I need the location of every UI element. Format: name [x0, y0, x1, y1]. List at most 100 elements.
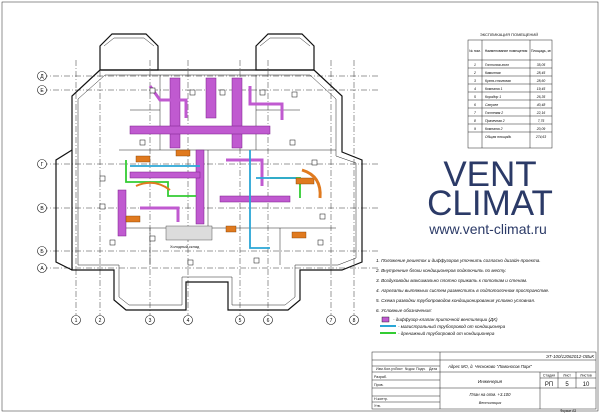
explication-cell-name: Кухня-столовая — [485, 79, 511, 83]
axis-marker-1: 1 — [71, 315, 81, 325]
axis-marker-6: 6 — [263, 315, 273, 325]
tb-col-date: Дата — [429, 367, 437, 371]
tb-address: Адрес МО, д. Чесноково "Ломоносов Парк" — [447, 364, 532, 369]
tb-project-type: Инженерия — [478, 379, 503, 384]
explication-cell-area: 26,35 — [536, 95, 546, 99]
explication-cell-num: 7 — [474, 111, 476, 115]
note-2: 2. Внутренние блоки кондиционеров подклю… — [375, 268, 506, 273]
diffusers — [99, 87, 326, 266]
explication-cell-name: Каминная — [485, 71, 501, 75]
axis-label: В — [40, 206, 44, 212]
explication-header-name: Наименование помещения — [485, 49, 528, 53]
explication-table: ЭКСПЛИКАЦИЯ ПОМЕЩЕНИЙ № пом. Наименовани… — [467, 32, 553, 149]
tb-col-izm: Изм. — [376, 367, 384, 371]
explication-cell-num: 9 — [474, 127, 476, 131]
brand-line1: VENT — [443, 155, 536, 194]
axis-label: 7 — [330, 318, 333, 324]
brand-url: www.vent-climat.ru — [428, 221, 546, 237]
axis-marker-8: 8 — [349, 315, 359, 325]
tb-sheets-value: 10 — [583, 382, 590, 388]
axis-label: 3 — [149, 318, 152, 324]
axis-marker-3: 3 — [145, 315, 155, 325]
legend-swatch-diffuser — [381, 316, 390, 323]
axis-label: Б — [40, 249, 44, 255]
explication-header-area: Площадь, м² — [531, 49, 552, 53]
explication-total-label: Общая площадь — [485, 135, 511, 139]
axis-label: Е — [40, 88, 44, 94]
tb-role-approve: Утв. — [374, 404, 381, 408]
explication-cell-num: 2 — [473, 71, 476, 75]
explication-cell-area: 28,45 — [536, 71, 546, 75]
explication-cell-area: 20,09 — [536, 127, 546, 131]
plan-room-label: Холодный склад — [170, 245, 200, 249]
tb-col-list: Лист — [395, 367, 403, 371]
general-notes: 1. Положение решеток и диффузоров уточни… — [375, 257, 549, 313]
explication-header-num: № пом. — [469, 49, 481, 53]
note-3: 3. Воздуховоды максимально плотно прижат… — [376, 278, 527, 283]
explication-cell-name: Коридор 1 — [485, 95, 501, 99]
explication-cell-area: 22,16 — [536, 111, 546, 115]
explication-cell-num: 8 — [474, 119, 476, 123]
explication-cell-num: 5 — [474, 95, 476, 99]
explication-row: 7 Гостевая 2 22,16 — [474, 111, 545, 115]
tb-role-check: Пров. — [374, 383, 384, 387]
legend: - диффузор-клапан приточной вентиляции (… — [380, 316, 506, 336]
title-block: Изм. Кол.уч Лист №док Подп. Дата Разраб.… — [371, 351, 597, 413]
axis-label: 4 — [187, 318, 190, 324]
explication-cell-name: Комната 1 — [485, 87, 503, 91]
explication-total-value: 274,63 — [535, 135, 546, 139]
tb-sheet-header: Лист — [563, 374, 571, 378]
axis-markers-letters: Д Е Г В Б А — [37, 71, 47, 273]
axis-label: 1 — [75, 318, 78, 324]
axis-marker-2: 2 — [95, 315, 105, 325]
explication-cell-num: 3 — [474, 79, 476, 83]
tb-col-kol: Кол.уч — [384, 367, 395, 371]
explication-cell-num: 1 — [474, 63, 476, 67]
note-6: 6. Условные обозначения: — [376, 308, 433, 313]
axis-marker-E: Е — [37, 85, 47, 95]
explication-cell-num: 6 — [474, 103, 476, 107]
tb-col-doc: №док — [405, 367, 415, 371]
axis-label: 2 — [99, 318, 102, 324]
axis-marker-B: Б — [37, 246, 47, 256]
tb-role-dev: Разраб. — [374, 375, 387, 379]
ventilation-ducts — [117, 77, 291, 237]
explication-cell-area: 19,45 — [537, 87, 546, 91]
axis-label: 8 — [353, 318, 356, 324]
note-4: 4. Агрегаты вытяжных систем разместить в… — [376, 288, 549, 293]
tb-stage-value: РП — [545, 382, 553, 388]
axis-label: Г — [41, 162, 44, 168]
axis-marker-V: В — [37, 203, 47, 213]
tb-sheet-title: План на отм. +3.100 — [470, 392, 512, 397]
explication-cell-name: Санузел — [485, 103, 498, 107]
axis-marker-4: 4 — [183, 315, 193, 325]
axis-marker-7: 7 — [326, 315, 336, 325]
building-walls — [55, 33, 363, 311]
tb-sheet-subtitle: Вентиляция — [479, 401, 502, 405]
axis-marker-D: Д — [37, 71, 47, 81]
brand-logo: VENT CLIMAT www.vent-climat.ru — [427, 155, 553, 237]
note-5: 5. Схема разводки трубопроводов кондицио… — [376, 298, 535, 303]
explication-cell-name: Гостевая 2 — [485, 111, 503, 115]
explication-title: ЭКСПЛИКАЦИЯ ПОМЕЩЕНИЙ — [480, 32, 538, 37]
axis-label: 6 — [267, 318, 270, 324]
tb-format: Формат А3 — [560, 409, 576, 413]
tb-stage-header: Стадия — [543, 374, 555, 378]
explication-row: 5 Коридор 1 26,35 — [474, 95, 545, 99]
explication-cell-name: Гостиная-холл — [485, 63, 509, 67]
axis-marker-G: Г — [37, 159, 47, 169]
explication-cell-num: 4 — [474, 87, 476, 91]
axis-label: А — [40, 266, 44, 272]
axis-label: Д — [40, 74, 44, 80]
explication-cell-name: Комната 2 — [485, 127, 503, 131]
explication-cell-name: Прачечная 2 — [485, 119, 505, 123]
axis-marker-5: 5 — [235, 315, 245, 325]
brand-line2: CLIMAT — [427, 184, 553, 223]
